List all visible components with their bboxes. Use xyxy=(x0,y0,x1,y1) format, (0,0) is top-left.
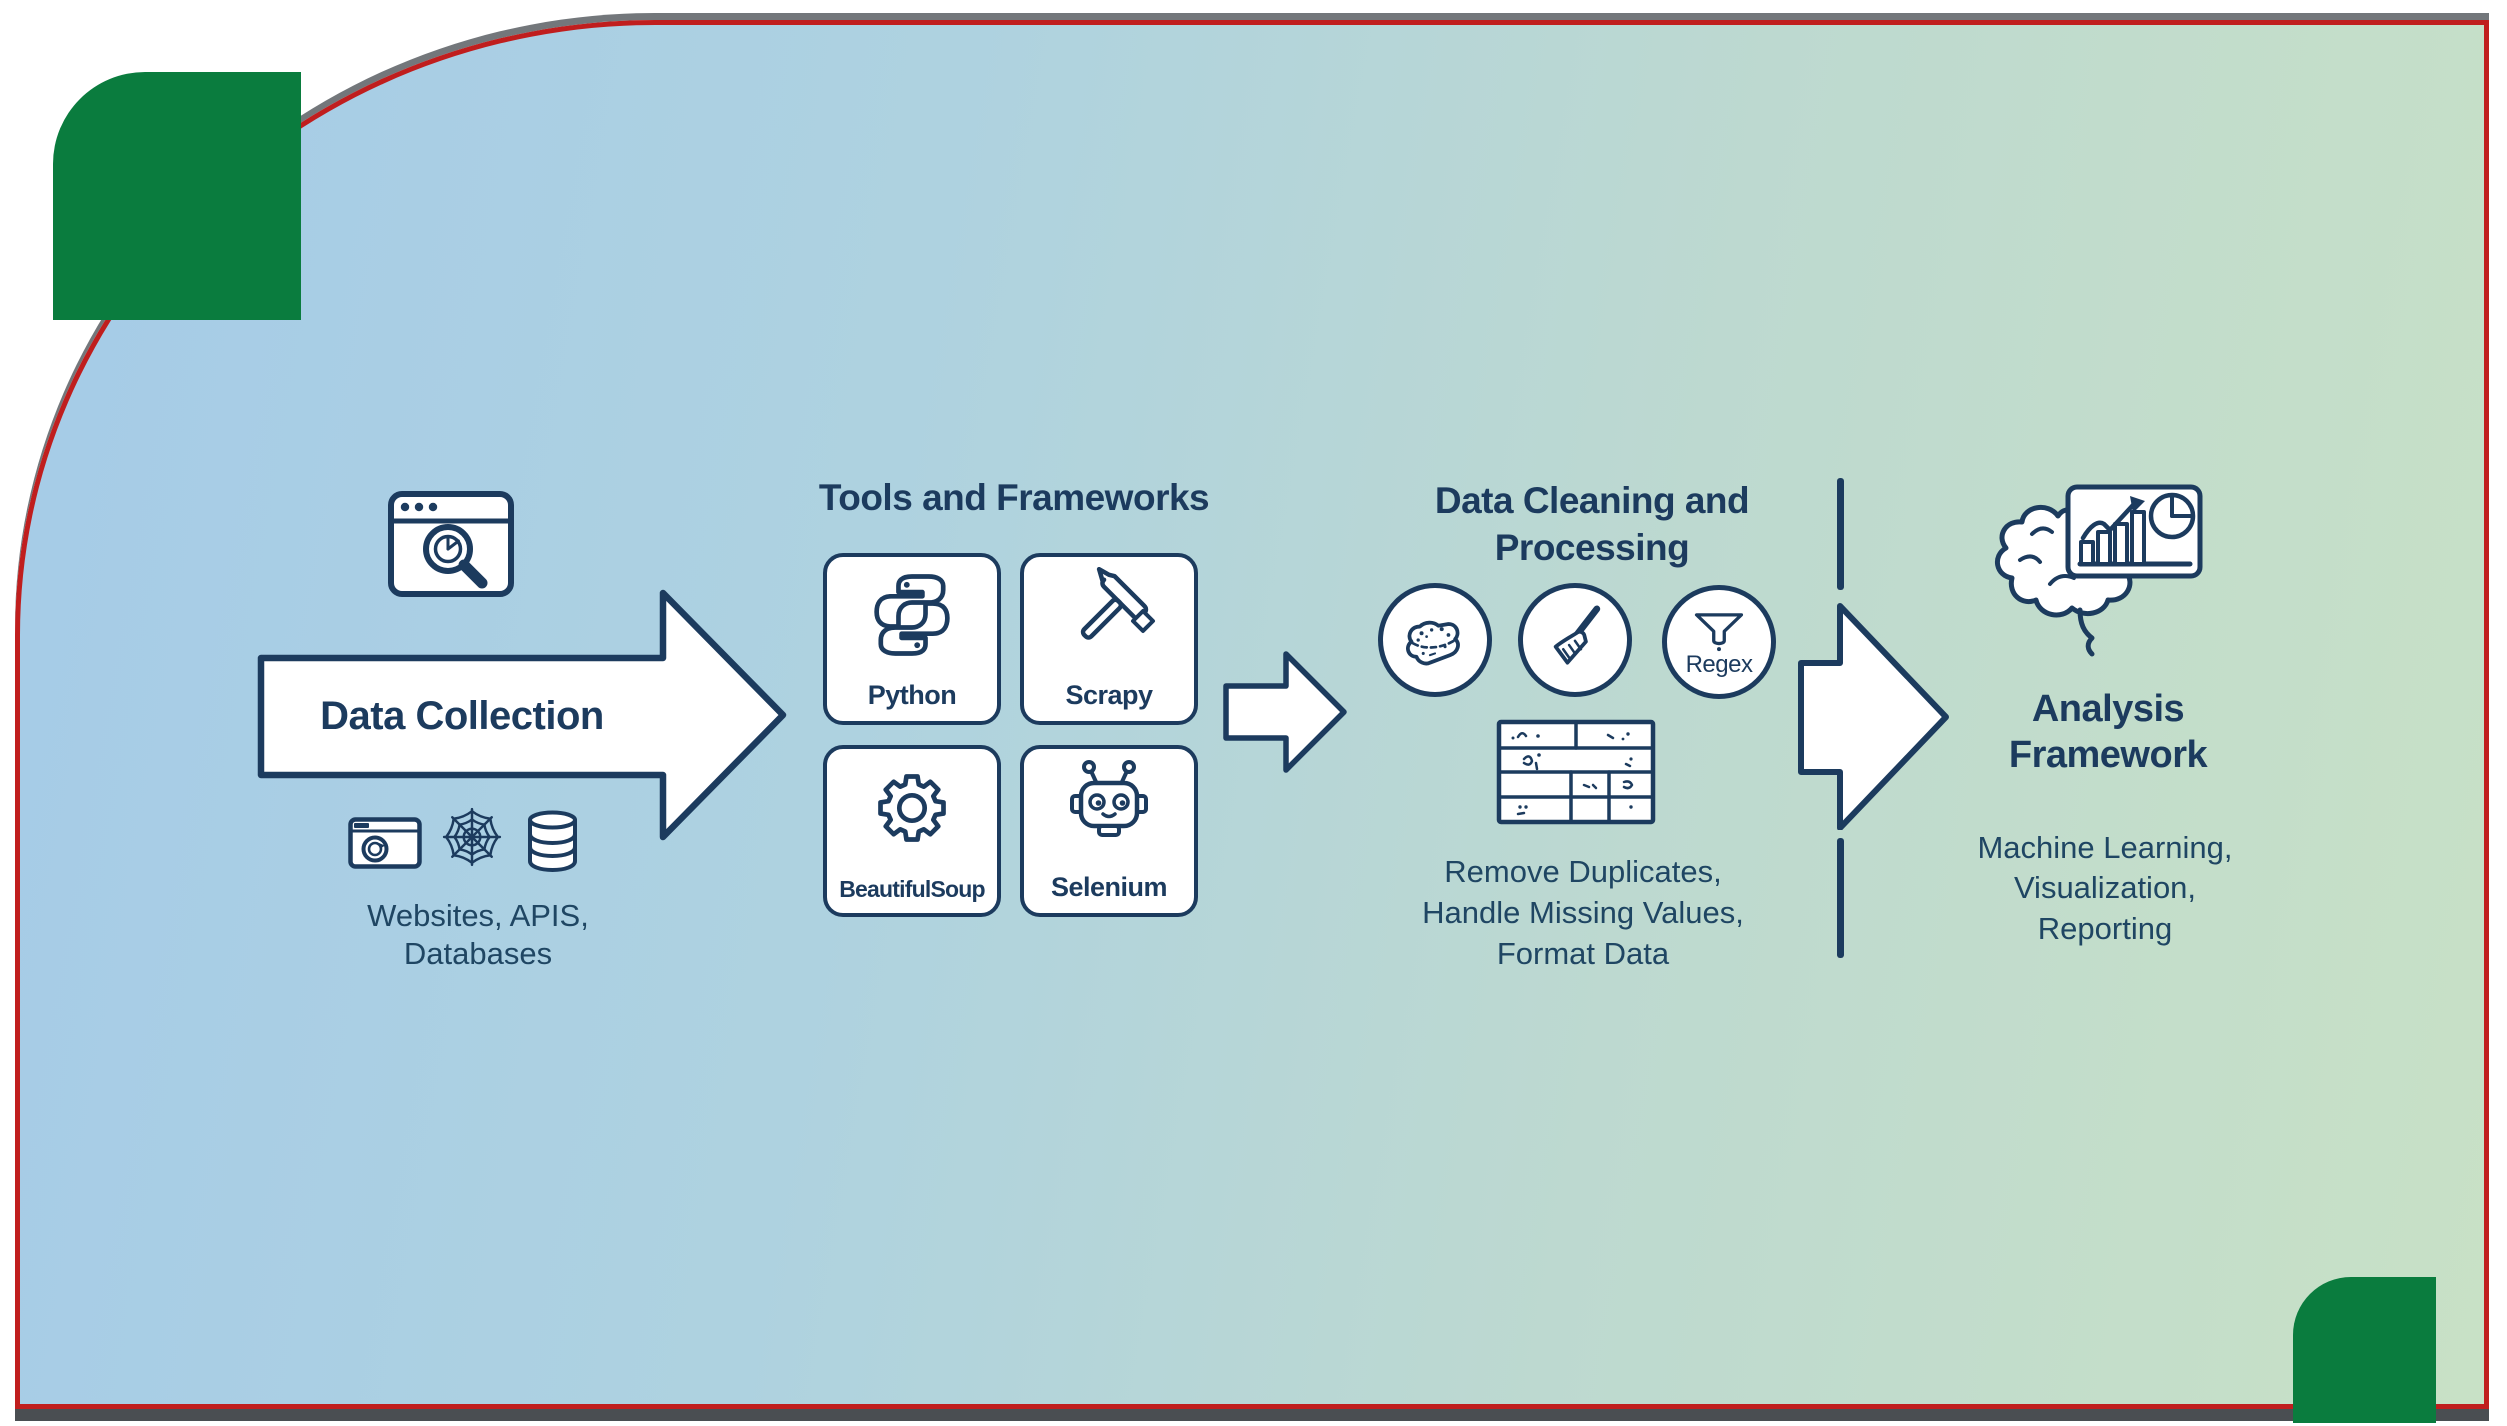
decor-green-square-bottom-right xyxy=(2293,1277,2436,1423)
hammer-icon xyxy=(1080,567,1155,640)
data-collection-label: Data Collection xyxy=(320,694,604,738)
tools-to-cleaning-arrow xyxy=(1223,651,1347,773)
analysis-caption: Machine Learning, Visualization, Reporti… xyxy=(1977,830,2233,946)
cleaning-title: Data Cleaning and Processing xyxy=(1434,480,1750,569)
table-icon xyxy=(1496,719,1656,825)
decor-green-square-top-left xyxy=(53,72,301,320)
gear-icon xyxy=(878,774,946,842)
browser-search-icon xyxy=(388,491,514,597)
sponge-icon xyxy=(1406,620,1460,666)
cleaning-caption: Remove Duplicates, Handle Missing Values… xyxy=(1422,854,1744,971)
stage-divider-top xyxy=(1837,478,1844,590)
tool-card-label: BeautifulSoup xyxy=(839,876,985,902)
tool-card-label: Selenium xyxy=(1050,872,1168,902)
tool-card-python: Python xyxy=(823,553,1001,725)
data-collection-arrow xyxy=(257,589,787,841)
tools-title: Tools and Frameworks xyxy=(818,477,1210,518)
tool-card-scrapy: Scrapy xyxy=(1020,553,1198,725)
tool-card-beautifulsoup: BeautifulSoup xyxy=(823,745,1001,917)
robot-icon xyxy=(1070,760,1148,837)
website-icon xyxy=(348,817,422,869)
analysis-title: Analysis Framework xyxy=(2008,688,2208,777)
database-icon xyxy=(528,810,577,872)
broom-badge xyxy=(1518,583,1632,697)
sponge-badge xyxy=(1378,583,1492,697)
funnel-icon xyxy=(1694,613,1744,652)
stage-divider-bottom xyxy=(1837,838,1844,958)
tool-card-label: Python xyxy=(867,680,957,710)
broom-icon xyxy=(1553,605,1601,665)
tool-card-label: Scrapy xyxy=(1065,680,1153,710)
python-icon xyxy=(874,574,964,667)
cleaning-to-analysis-arrow xyxy=(1798,603,1949,830)
collection-sources-label: Websites, APIS, Databases xyxy=(367,898,589,971)
regex-badge: Regex xyxy=(1662,585,1776,699)
spider-web-icon xyxy=(442,807,502,867)
regex-label: Regex xyxy=(1685,651,1753,678)
analysis-brain-chart-icon xyxy=(1995,484,2203,657)
tool-card-selenium: Selenium xyxy=(1020,745,1198,917)
